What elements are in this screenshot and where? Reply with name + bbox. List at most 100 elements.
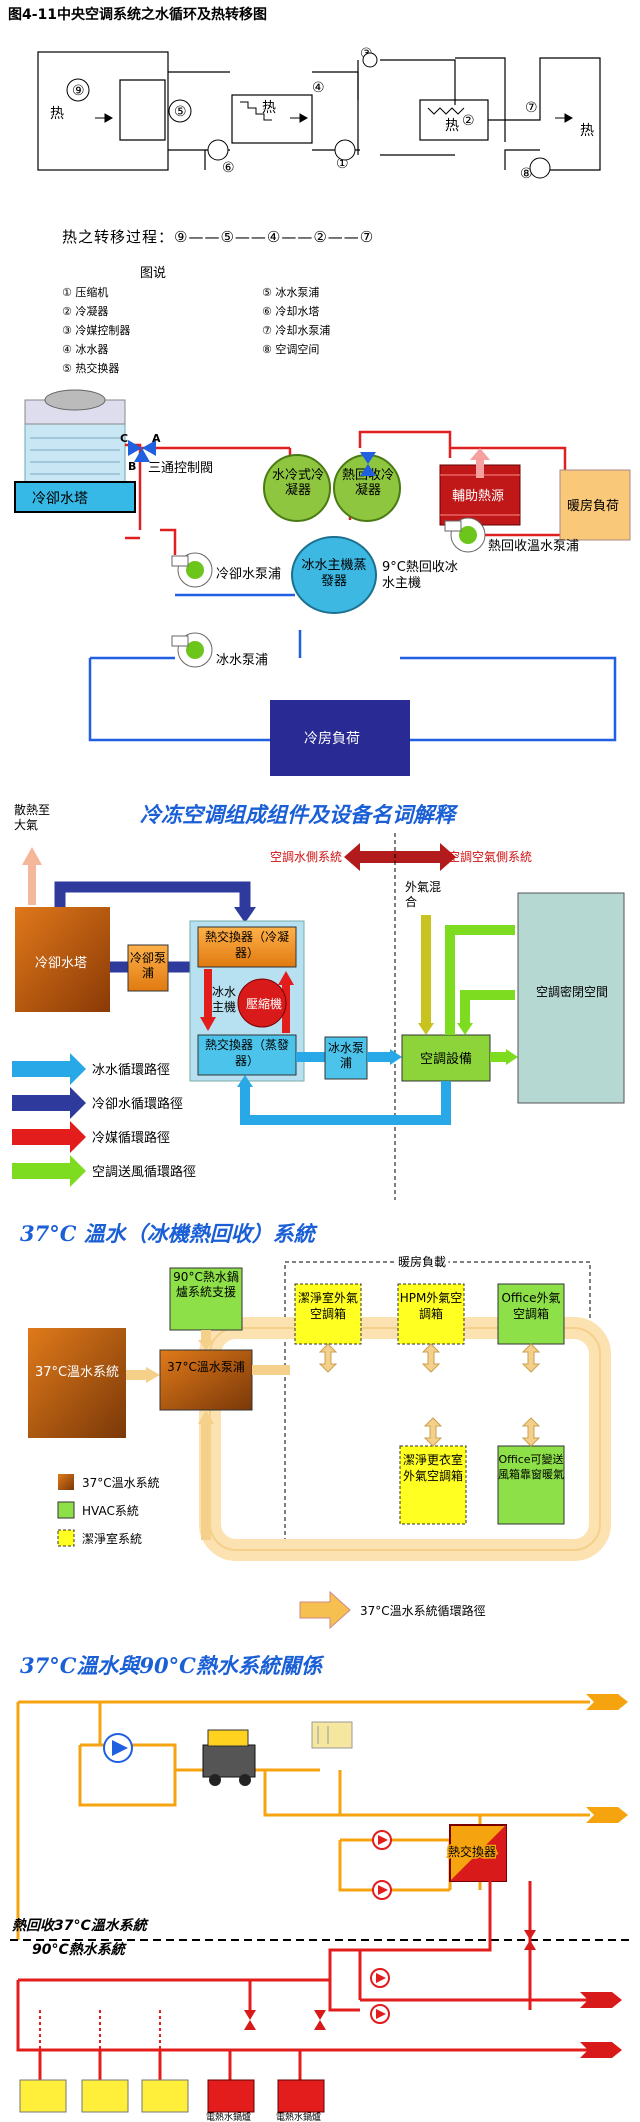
fig5-relation-diagram: 熱交換器 熱回收37°C溫水系統 90°C熱水系統 [10, 1694, 630, 2122]
fig2-aux-heat [439, 448, 521, 526]
fig1-heat-mid: 热 [262, 100, 276, 116]
fig4-box-label: 潔淨室外氣空調箱 [297, 1291, 358, 1321]
fig2-section: 冷卻水塔 C A B 三 [0, 380, 640, 800]
fig1-space-left [37, 51, 169, 171]
fig1-section: 图4-11中央空调系统之水循环及热转移图 ⑨ [0, 0, 640, 380]
fig5-hx [449, 1824, 507, 1882]
fig3-compressor-label: 壓縮機 [246, 996, 282, 1011]
fig1-legend-item: ④ 冰水器 [62, 343, 109, 356]
fig3-legend-item: 空調送風循環路徑 [92, 1164, 196, 1180]
fig4-box-locker [399, 1445, 467, 1525]
fig1-title: 图4-11中央空调系统之水循环及热转移图 [8, 7, 268, 23]
fig2-cooling-tower [14, 389, 136, 513]
fig3-legend-swatch-cw [12, 1087, 86, 1119]
fig3-section: 冷冻空调组成组件及设备名词解释 散熱至大氣 空調水側系統 空調空氣側系統 冷卻水… [0, 795, 640, 1210]
fig4-boiler-support-label: 90°C熱水鍋爐系統支援 [173, 1270, 239, 1299]
fig4-box-hpm [397, 1283, 465, 1345]
fig2-cooling-load [270, 700, 410, 776]
fig4-title: 37°C 溫水（冰機熱回收）系統 [20, 1221, 315, 1246]
fig4-pump [159, 1349, 253, 1411]
fig1-legend: ① 压缩机 ⑤ 冰水泵浦 ② 冷凝器 ⑥ 冷却水塔 ③ 冷媒控制器 ⑦ 冷却水泵… [62, 284, 462, 376]
fig4-main [28, 1328, 126, 1438]
fig1-num-9: ⑨ [72, 83, 85, 99]
fig1-num-7: ⑦ [525, 100, 538, 116]
fig5-warm-pumps [372, 1830, 392, 1900]
fig3-ahu-label: 空調設備 [420, 1051, 472, 1067]
fig5-hot-pumps [370, 1968, 390, 2024]
fig1-legend-item: ⑦ 冷却水泵浦 [262, 324, 331, 337]
fig1-hx-box [119, 79, 166, 141]
fig1-valve-3 [362, 52, 378, 68]
fig3-title: 冷冻空调组成组件及设备名词解释 [140, 802, 455, 827]
fig3-chiller-label: 冰水主機 [212, 985, 237, 1014]
fig4-main-label: 37°C溫水系統 [34, 1365, 120, 1380]
fig1-legend-item: ② 冷凝器 [62, 305, 109, 318]
fig5-warm-label: 熱回收37°C溫水系統 [11, 1917, 150, 1934]
fig5-boiler-label: 電熱水鍋爐 [206, 2111, 251, 2122]
fig3-air-side: 空調空氣側系統 [448, 850, 532, 864]
fig2-hr-pump [444, 517, 486, 553]
fig1-num-2: ② [462, 113, 475, 129]
fig3-cooling-tower-label: 冷卻水塔 [35, 956, 87, 971]
fig5-arrow-out [586, 1694, 628, 1710]
fig3-hx-evap-label: 熱交換器（蒸發器） [204, 1038, 289, 1068]
fig5-arrow-hot [580, 2042, 622, 2058]
fig1-legend-item: ① 压缩机 [62, 286, 109, 299]
fig3-cw-pump-label: 冷卻泵浦 [129, 951, 166, 980]
fig2-valve-b: B [128, 460, 136, 473]
fig3-hx-cond [197, 926, 297, 968]
fig3-component-diagram: 散熱至大氣 空調水側系統 空調空氣側系統 冷卻水塔 冷卻泵浦 [12, 803, 625, 1200]
fig5-chiller [202, 1729, 256, 1786]
fig1-legend-item: ⑥ 冷却水塔 [262, 305, 320, 318]
fig3-space-label: 空調密閉空間 [535, 985, 608, 999]
fig1-num-6: ⑥ [222, 160, 235, 176]
fig1-num-4: ④ [312, 80, 325, 96]
fig1-heat-left: 热 [50, 106, 64, 122]
fig2-hr-chiller-label: 9°C熱回收冰水主機 [382, 560, 458, 591]
fig2-three-way-label: 三通控制閥 [148, 461, 213, 476]
fig2-three-way-valve [128, 440, 156, 462]
fig2-cooling-load-label: 冷房負荷 [304, 731, 360, 747]
fig4-box-label: 潔淨更衣室外氣空調箱 [402, 1453, 463, 1483]
fig3-exhaust-arrow [22, 847, 42, 905]
fig4-heating-group-label: 暖房負載 [398, 1254, 446, 1269]
fig4-warm-water-diagram: 暖房負載 90°C熱水鍋爐系統支援 37°C溫水系統 37°C溫水泵浦 [28, 1251, 611, 1630]
fig4-legend-item: 37°C溫水系統 [82, 1476, 160, 1490]
fig3-legend-item: 冷卻水循環路徑 [92, 1096, 183, 1112]
fig5-arrow-out [586, 1807, 628, 1823]
fig3-space [517, 892, 625, 1104]
fig3-legend-swatch-chw [12, 1053, 86, 1085]
fig2-chw-pump-label: 冰水泵浦 [216, 653, 268, 668]
fig2-heat-recovery-diagram: 冷卻水塔 C A B 三 [14, 389, 631, 776]
fig2-water-condenser-label: 水冷式冷凝器 [271, 468, 324, 498]
fig5-chiller-small [311, 1721, 353, 1749]
fig1-schematic: ⑨ ⑤ ④ ③ ① ② ⑦ ⑧ ⑥ 热 热 热 热 [37, 46, 601, 182]
fig5-section: 37°C溫水與90°C熱水系統關係 [0, 1650, 640, 2122]
fig3-legend-swatch-ref [12, 1121, 86, 1153]
fig4-legend-item: 潔淨室系統 [82, 1531, 142, 1546]
fig1-legend-item: ⑤ 热交换器 [62, 362, 120, 375]
fig3-legend-item: 冰水循環路徑 [92, 1062, 170, 1078]
fig1-pump-1 [334, 139, 356, 161]
fig3-exhaust-label: 散熱至大氣 [14, 803, 51, 832]
fig2-chiller-label: 冰水主機蒸發器 [301, 558, 367, 589]
fig4-section: 37°C 溫水（冰機熱回收）系統 暖房負載 90°C熱水鍋爐系統支援 37°C溫… [0, 1210, 640, 1650]
fig2-heating-load [559, 469, 631, 541]
fig4-box-label: HPM外氣空調箱 [399, 1291, 463, 1321]
fig2-chw-pump [171, 632, 213, 668]
fig2-valve-c: C [120, 432, 128, 445]
fig3-hx-cond-label: 熱交換器（冷凝器） [204, 930, 289, 960]
fig5-boilers-yellow [19, 2079, 189, 2113]
fig3-cooling-tower [15, 907, 110, 1012]
fig2-hr-pump-label: 熱回收溫水泵浦 [488, 539, 579, 554]
fig4-legend-item: HVAC系統 [82, 1504, 139, 1518]
fig5-boilers-red [207, 2079, 325, 2113]
fig3-water-side: 空調水側系統 [270, 850, 342, 864]
fig1-num-8: ⑧ [520, 166, 533, 182]
fig4-box-office [497, 1283, 565, 1345]
fig3-side-arrow [344, 843, 456, 871]
fig2-valve-a: A [152, 432, 161, 445]
fig4-path-arrow [299, 1590, 351, 1630]
fig5-hot-label: 90°C熱水系統 [32, 1941, 128, 1958]
fig4-box-office-vav [497, 1445, 565, 1525]
